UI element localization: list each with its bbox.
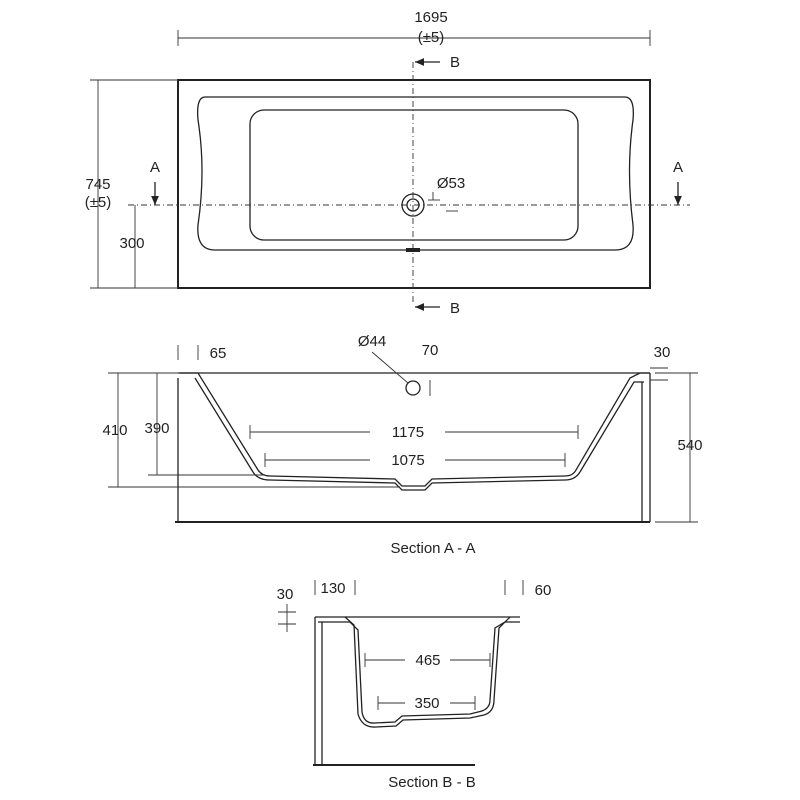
plan-inner-basin — [197, 96, 634, 251]
dim-bb-rim-right: 60 — [535, 582, 552, 599]
dim-height: 540 — [677, 437, 702, 454]
dim-overflow-offset: 70 — [422, 342, 439, 359]
dim-width: 745 — [85, 176, 110, 193]
drain-inner — [406, 198, 420, 212]
plan-outer-rim — [177, 79, 651, 289]
overflow-mark — [406, 248, 420, 252]
dim-length: 1695 — [414, 9, 447, 26]
dim-rim-thickness: 30 — [654, 344, 671, 361]
section-bb-title: Section B - B — [388, 774, 476, 791]
section-a-left: A — [150, 159, 160, 176]
dim-total-depth: 410 — [102, 422, 127, 439]
dim-drain-dia: Ø53 — [437, 175, 465, 192]
dim-bb-top-floor: 465 — [415, 652, 440, 669]
dim-bottom-floor-len: 1075 — [391, 452, 424, 469]
dim-width-tol: (±5) — [85, 194, 112, 211]
section-b-bottom: B — [450, 300, 460, 317]
dim-inner-depth: 390 — [144, 420, 169, 437]
dim-overflow-dia: Ø44 — [358, 333, 386, 350]
dim-bb-bottom-floor: 350 — [414, 695, 439, 712]
section-a-right: A — [673, 159, 683, 176]
dim-length-tol: (±5) — [418, 29, 445, 46]
plan-view — [90, 30, 690, 311]
dim-bb-rim-left: 130 — [320, 580, 345, 597]
dim-bb-rim-thickness: 30 — [277, 586, 294, 603]
drain-outer — [401, 193, 425, 217]
dim-drain-offset: 300 — [119, 235, 144, 252]
plan-floor — [249, 109, 579, 241]
section-aa-view — [108, 345, 698, 523]
section-b-top: B — [450, 54, 460, 71]
dim-top-floor-len: 1175 — [392, 424, 424, 441]
section-bb-view — [278, 580, 524, 766]
section-aa-title: Section A - A — [390, 540, 475, 557]
dim-rim-width: 65 — [210, 345, 227, 362]
